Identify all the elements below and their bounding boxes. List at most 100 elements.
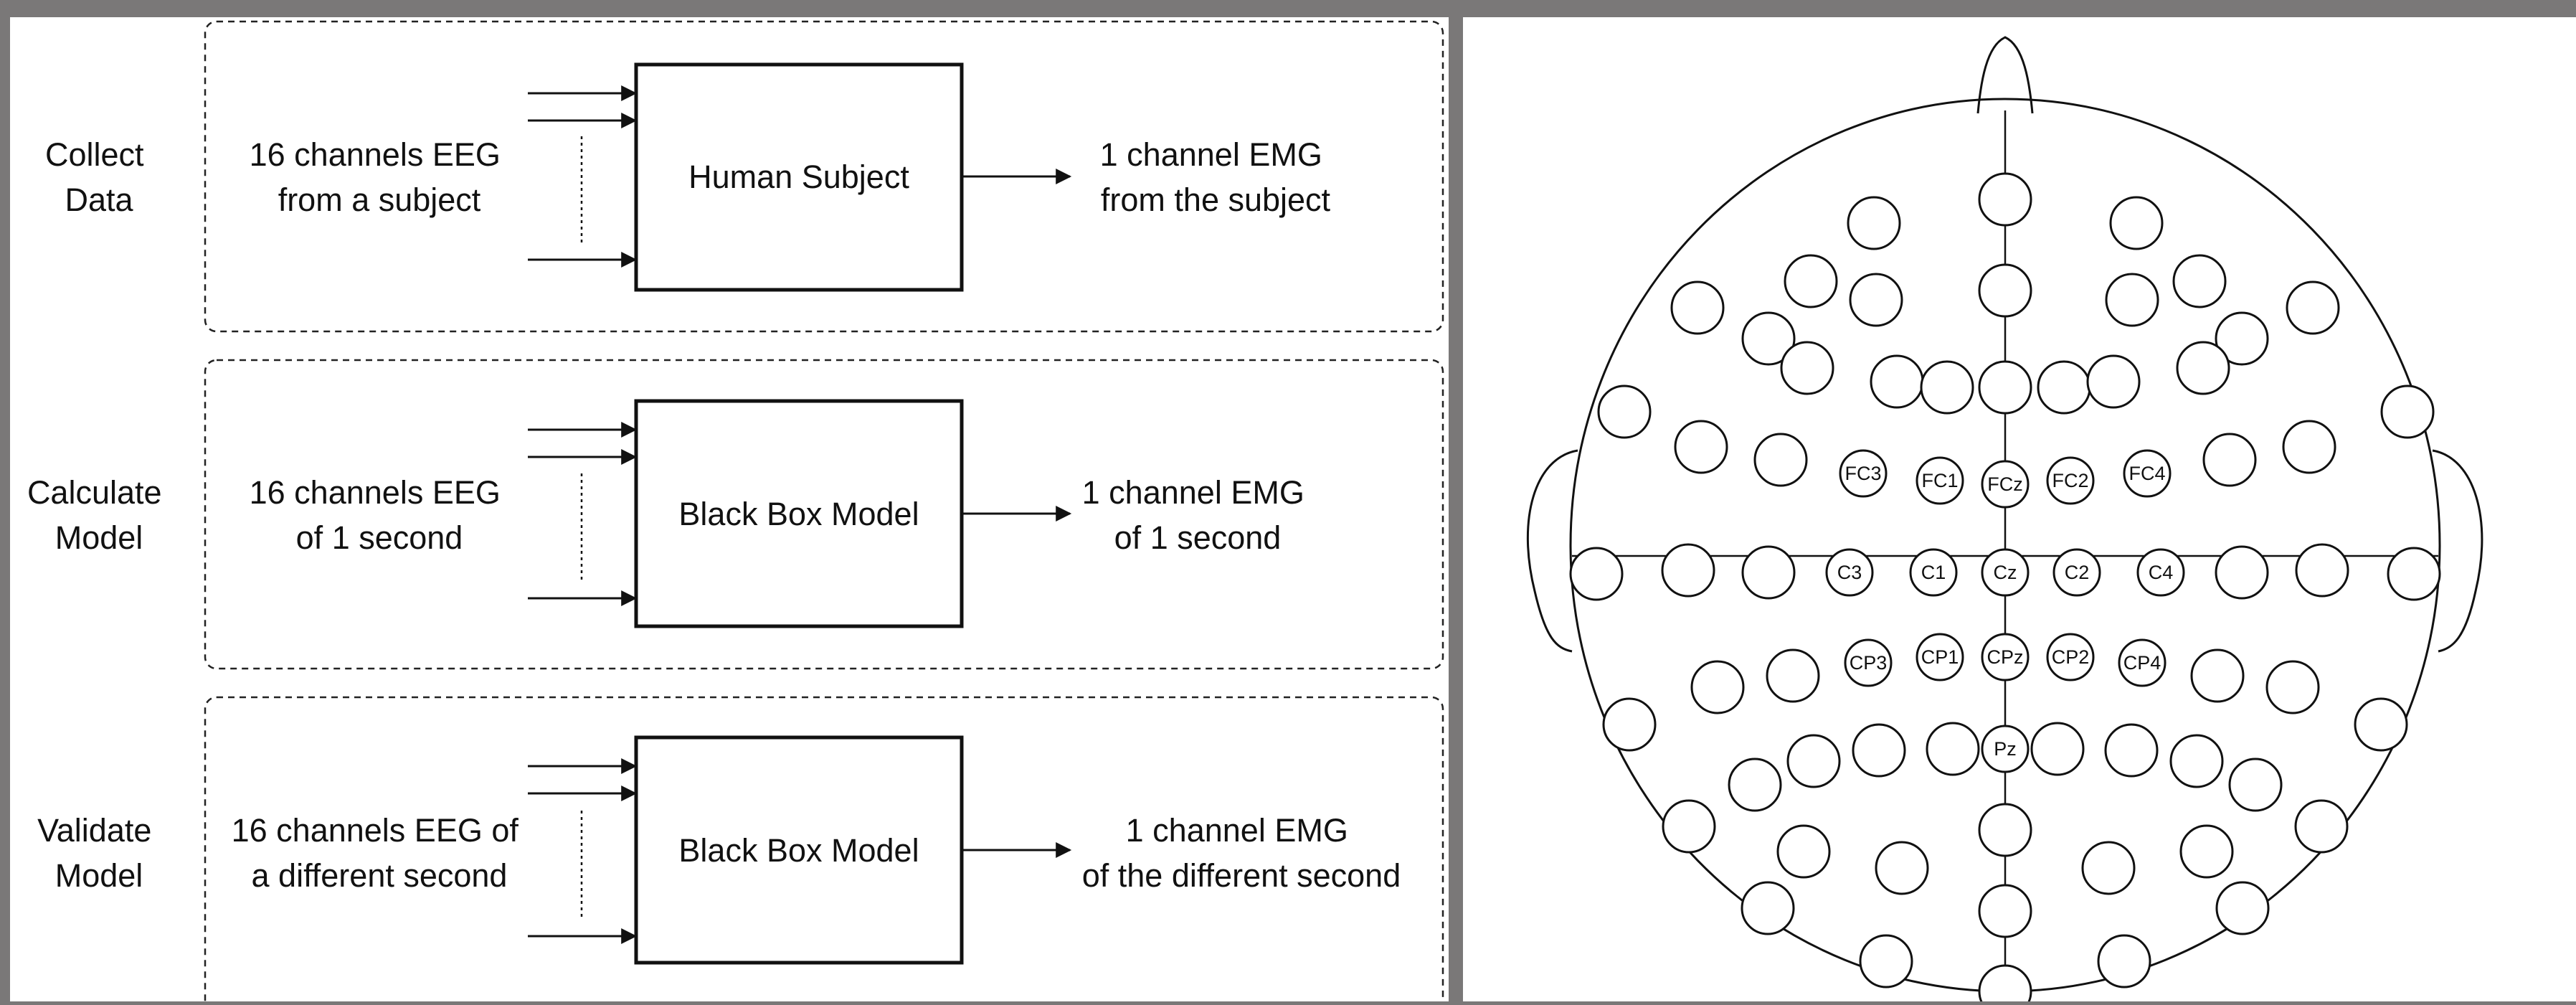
electrode-label-c1: C1 xyxy=(1921,562,1946,583)
electrode-c4 xyxy=(2136,548,2185,597)
electrode-label-fcz: FCz xyxy=(1987,473,2023,495)
electrode xyxy=(1978,263,2032,318)
electrode-label-pz: Pz xyxy=(1994,738,2017,760)
electrode-label-cp1: CP1 xyxy=(1921,646,1959,668)
electrode xyxy=(1870,354,1924,409)
left-ear xyxy=(1526,449,1578,653)
electrode xyxy=(1852,723,1906,778)
electrode xyxy=(1875,841,1929,895)
input-channel-arrows xyxy=(528,758,638,944)
electrode xyxy=(2105,273,2159,327)
process-box xyxy=(634,62,964,292)
electrode xyxy=(1674,420,1728,474)
electrode-fc1 xyxy=(1916,456,1964,505)
electrode-fc4 xyxy=(2123,449,2172,498)
electrode-fc2 xyxy=(2046,456,2095,505)
electrode xyxy=(2097,934,2151,989)
electrode-label-fc4: FC4 xyxy=(2128,463,2165,484)
electrode xyxy=(1978,884,2032,938)
electrode xyxy=(1753,433,1808,487)
output-description: 1 channel EMG from the subject xyxy=(1100,136,1332,218)
row-calculate-model: Calculate Model 16 channels EEG of 1 sec… xyxy=(27,359,1444,670)
electrode xyxy=(2215,881,2270,935)
electrode xyxy=(2215,545,2269,600)
row-collect-data: Collect Data 16 channels EEG from a subj… xyxy=(45,20,1444,333)
electrode xyxy=(2086,354,2141,409)
electrode xyxy=(1741,545,1796,600)
electrode xyxy=(2295,543,2349,598)
electrode-cp3 xyxy=(1844,638,1893,687)
electrode xyxy=(2202,433,2257,487)
electrode xyxy=(1786,734,1841,788)
output-description: 1 channel EMG of 1 second xyxy=(1082,474,1314,556)
process-box-label: Black Box Model xyxy=(678,832,919,869)
electrode xyxy=(2294,799,2349,854)
electrode xyxy=(1728,758,1782,812)
electrode xyxy=(1978,964,2032,1005)
electrode xyxy=(2380,384,2435,439)
process-box xyxy=(634,399,964,628)
pipeline-panel: Collect Data 16 channels EEG from a subj… xyxy=(10,17,1449,1005)
electrode-cp1 xyxy=(1916,633,1964,681)
electrode-c2 xyxy=(2052,548,2101,597)
electrode xyxy=(2176,341,2230,395)
electrode xyxy=(1859,934,1913,989)
electrode xyxy=(1847,196,1901,250)
electrode xyxy=(1766,648,1820,703)
process-box-label: Black Box Model xyxy=(678,496,919,532)
stage-label: Calculate Model xyxy=(27,474,171,556)
electrode xyxy=(1920,360,1974,415)
electrode xyxy=(2037,360,2091,415)
electrode-fc3 xyxy=(1839,449,1888,498)
electrode xyxy=(1978,803,2032,857)
electrode xyxy=(2354,697,2408,752)
electrode xyxy=(1569,547,1624,601)
electrode xyxy=(2190,648,2245,703)
electrode-c3 xyxy=(1825,548,1874,597)
electrode-label-c3: C3 xyxy=(1837,562,1862,583)
electrode-c1 xyxy=(1909,548,1958,597)
input-description: 16 channels EEG from a subject xyxy=(250,136,510,218)
electrode xyxy=(1690,660,1745,714)
electrode xyxy=(2030,722,2085,776)
electrode-label-c2: C2 xyxy=(2065,562,2090,583)
electrode xyxy=(2081,841,2136,895)
electrode xyxy=(1670,280,1725,335)
electrode xyxy=(1784,254,1838,308)
electrode-label-fc2: FC2 xyxy=(2052,470,2088,491)
input-channel-arrows xyxy=(528,422,638,606)
electrode-label-fc1: FC1 xyxy=(1921,470,1958,491)
input-description: 16 channels EEG of a different second xyxy=(232,812,528,894)
electrode xyxy=(2228,758,2283,812)
electrode xyxy=(2387,547,2441,601)
electrode xyxy=(1978,172,2032,227)
pipeline-diagram: Collect Data 16 channels EEG from a subj… xyxy=(27,20,1444,1005)
electrode xyxy=(1602,697,1657,752)
electrode-label-cp2: CP2 xyxy=(2052,646,2090,668)
electrode xyxy=(1597,384,1652,439)
electrode xyxy=(2265,660,2320,714)
electrode-label-cpz: CPz xyxy=(1987,646,2023,668)
nose xyxy=(1976,36,2034,114)
electrode-cz xyxy=(1981,548,2030,597)
electrode-cpz xyxy=(1981,633,2030,681)
electrode xyxy=(2172,254,2227,308)
electrode xyxy=(1978,360,2032,415)
electrode xyxy=(1661,543,1715,598)
row-validate-model: Validate Model 16 channels EEG of a diff… xyxy=(37,696,1444,1005)
electrode xyxy=(1780,341,1834,395)
electrode xyxy=(1741,311,1796,366)
electrode xyxy=(1776,824,1831,879)
electrode-fcz xyxy=(1981,460,2030,509)
electrode xyxy=(2286,280,2340,335)
electrode xyxy=(1849,273,1903,327)
output-description: 1 channel EMG of the different second xyxy=(1082,812,1401,894)
electrode-label-c4: C4 xyxy=(2149,562,2174,583)
electrode-cp2 xyxy=(2046,633,2095,681)
input-description: 16 channels EEG of 1 second xyxy=(250,474,510,556)
stage-frame xyxy=(204,696,1444,1005)
